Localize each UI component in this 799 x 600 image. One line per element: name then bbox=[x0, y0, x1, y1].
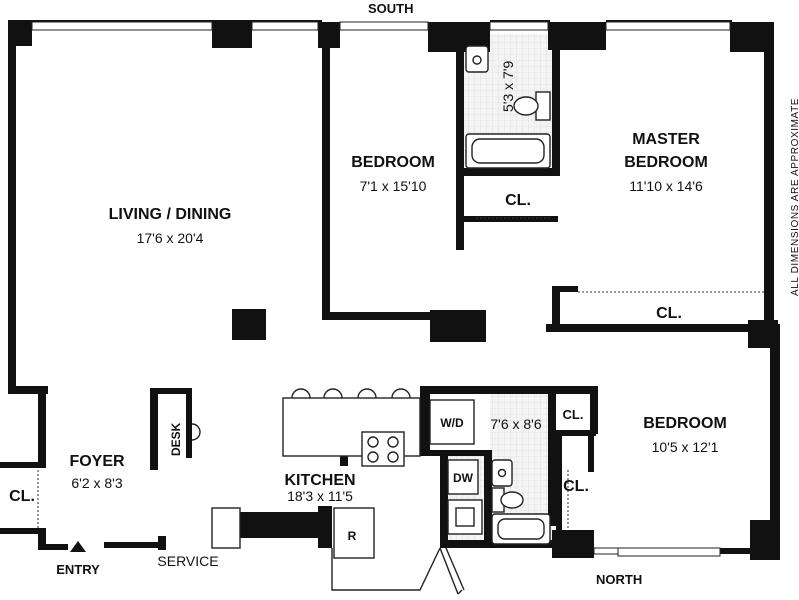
living-dining-dims: 17'6 x 20'4 bbox=[137, 230, 204, 246]
compass-south: SOUTH bbox=[368, 1, 414, 16]
dishwasher bbox=[447, 459, 479, 495]
burner-icon bbox=[367, 451, 379, 463]
door-lines bbox=[37, 217, 764, 595]
burner-icon bbox=[387, 451, 399, 463]
closet-foyer-label: CL. bbox=[9, 488, 35, 505]
desk-label: DESK bbox=[169, 422, 183, 456]
master-bedroom-line2: BEDROOM bbox=[624, 154, 708, 171]
kitchen-sink bbox=[447, 499, 483, 535]
stool-icon bbox=[291, 388, 311, 399]
burner-icon bbox=[387, 436, 399, 448]
burner-icon bbox=[367, 436, 379, 448]
bath1-sink bbox=[465, 45, 489, 73]
bath1-toilet-bowl bbox=[513, 96, 539, 116]
desk-chair-icon bbox=[191, 423, 201, 441]
closet-bath1-label: CL. bbox=[505, 192, 531, 209]
kitchen-counter-lower bbox=[331, 547, 441, 591]
bedroom1-dims: 7'1 x 15'10 bbox=[360, 178, 427, 194]
stool-icon bbox=[391, 388, 411, 399]
refrigerator bbox=[333, 507, 375, 559]
bath2-sink-drain bbox=[497, 468, 507, 478]
master-bedroom-dims: 11'10 x 14'6 bbox=[629, 178, 703, 194]
foyer-name: FOYER bbox=[69, 453, 125, 470]
bedroom1-name: BEDROOM bbox=[351, 154, 435, 171]
bath2-sink bbox=[491, 459, 513, 487]
bath1-tub bbox=[465, 133, 551, 169]
entry-arrow-icon bbox=[70, 541, 86, 552]
closet-bedroom2-label: CL. bbox=[563, 478, 589, 495]
bedroom2-name: BEDROOM bbox=[643, 415, 727, 432]
stool-icon bbox=[357, 388, 377, 399]
bath2-tub bbox=[491, 513, 551, 545]
closet-master-label: CL. bbox=[656, 305, 682, 322]
bedroom2-dims: 10'5 x 12'1 bbox=[652, 439, 719, 455]
entry-label: ENTRY bbox=[56, 562, 100, 577]
kitchen-name: KITCHEN bbox=[284, 472, 355, 489]
cooktop bbox=[361, 431, 405, 467]
bath2-tub-inner bbox=[497, 518, 545, 540]
closet-bath2-label: CL. bbox=[563, 407, 584, 422]
kitchen-dims: 18'3 x 11'5 bbox=[287, 488, 353, 504]
windows bbox=[31, 21, 731, 557]
dishwasher-label: DW bbox=[453, 471, 474, 485]
compass-north: NORTH bbox=[596, 572, 642, 587]
kitchen-counter bbox=[211, 507, 241, 549]
bath2-toilet-bowl bbox=[500, 491, 524, 509]
bath1-tub-inner bbox=[471, 138, 545, 164]
washer-dryer bbox=[429, 399, 475, 445]
dimensions-note: ALL DIMENSIONS ARE APPROXIMATE bbox=[790, 98, 799, 296]
foyer-dims: 6'2 x 8'3 bbox=[71, 475, 122, 491]
master-bedroom-line1: MASTER bbox=[632, 131, 700, 148]
bath1-sink-drain bbox=[472, 55, 482, 65]
living-dining-name: LIVING / DINING bbox=[109, 206, 232, 223]
stool-icon bbox=[323, 388, 343, 399]
walls bbox=[0, 20, 780, 560]
refrigerator-label: R bbox=[348, 529, 357, 543]
washer-dryer-label: W/D bbox=[440, 416, 464, 430]
service-label: SERVICE bbox=[157, 553, 218, 569]
bath2-dims: 7'6 x 8'6 bbox=[490, 416, 541, 432]
kitchen-sink-basin bbox=[455, 507, 475, 527]
bath1-dims: 5'3 x 7'9 bbox=[500, 61, 516, 112]
